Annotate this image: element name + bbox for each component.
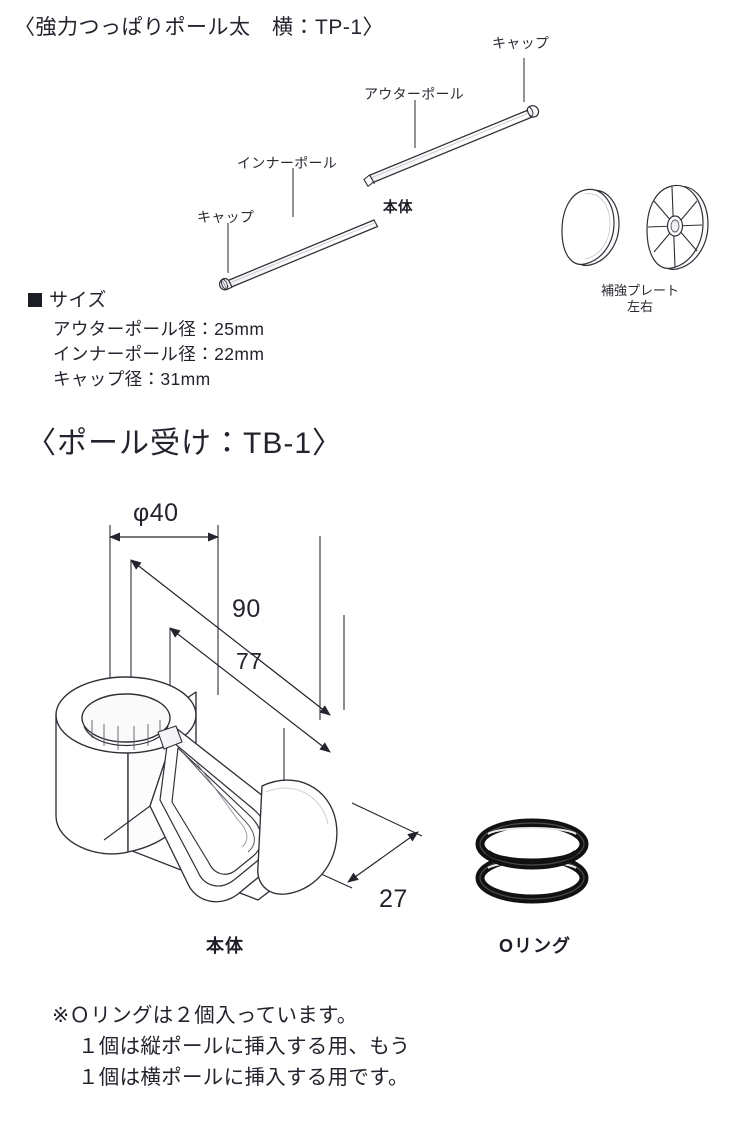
reinforcement-plates-illustration xyxy=(561,184,709,270)
footnote-line1: ※Ｏリングは２個入っています。 xyxy=(52,1004,358,1027)
plate-label: 補強プレート 左右 xyxy=(545,283,735,316)
plate-label-line1: 補強プレート xyxy=(600,283,679,298)
callout-inner-pole: インナーポール xyxy=(237,155,338,171)
plate-label-line2: 左右 xyxy=(626,299,653,315)
dimension-line-27 xyxy=(347,831,419,883)
dimension-label-90: 90 xyxy=(232,595,261,623)
inner-pole-shape xyxy=(227,219,379,288)
cap-bottom-shape xyxy=(218,277,233,291)
size-line-cap: キャップ径：31mm xyxy=(53,368,211,389)
cap-top-shape xyxy=(526,105,540,119)
callout-cap-bottom: キャップ xyxy=(197,209,255,225)
bullet-square-icon xyxy=(28,293,42,307)
part-label-body: 本体 xyxy=(206,936,244,956)
footnote-line3: １個は横ポールに挿入する用です。 xyxy=(78,1066,409,1090)
dimension-line-77 xyxy=(169,627,331,753)
size-list: アウターポール径：25mm インナーポール径：22mm キャップ径：31mm xyxy=(53,317,264,392)
dimension-label-77: 77 xyxy=(236,648,263,674)
callout-cap-top: キャップ xyxy=(492,35,550,51)
size-heading-text: サイズ xyxy=(49,290,107,311)
callout-outer-pole: アウターポール xyxy=(364,86,465,102)
plate-back-shape xyxy=(646,184,709,270)
callout-body: 本体 xyxy=(383,200,413,216)
size-line-outer: アウターポール径：25mm xyxy=(53,319,265,339)
section-title-bracket: 〈ポール受け：TB-1〉 xyxy=(26,427,344,460)
section-title-pole: 〈強力つっぱりポール太 横：TP-1〉 xyxy=(14,16,385,39)
dimension-label-diameter: φ40 xyxy=(133,499,179,527)
size-line-inner: インナーポール径：22mm xyxy=(53,343,265,364)
oring-illustration xyxy=(475,818,589,904)
oring-upper-shape xyxy=(475,818,589,870)
outer-pole-shape xyxy=(368,109,532,184)
plate-front-shape xyxy=(561,188,620,266)
pole-joint-mark xyxy=(363,174,375,187)
dimension-label-27: 27 xyxy=(379,885,408,913)
bracket-illustration xyxy=(55,525,423,903)
pole-illustration xyxy=(218,58,540,291)
bracket-body-shape xyxy=(55,676,338,903)
part-label-oring: Oリング xyxy=(498,936,571,956)
size-heading: サイズ xyxy=(28,285,107,312)
footnote-line2: １個は縦ポールに挿入する用、もう xyxy=(78,1035,411,1059)
footnote: ※Ｏリングは２個入っています。 １個は縦ポールに挿入する用、もう １個は横ポール… xyxy=(52,1000,410,1093)
